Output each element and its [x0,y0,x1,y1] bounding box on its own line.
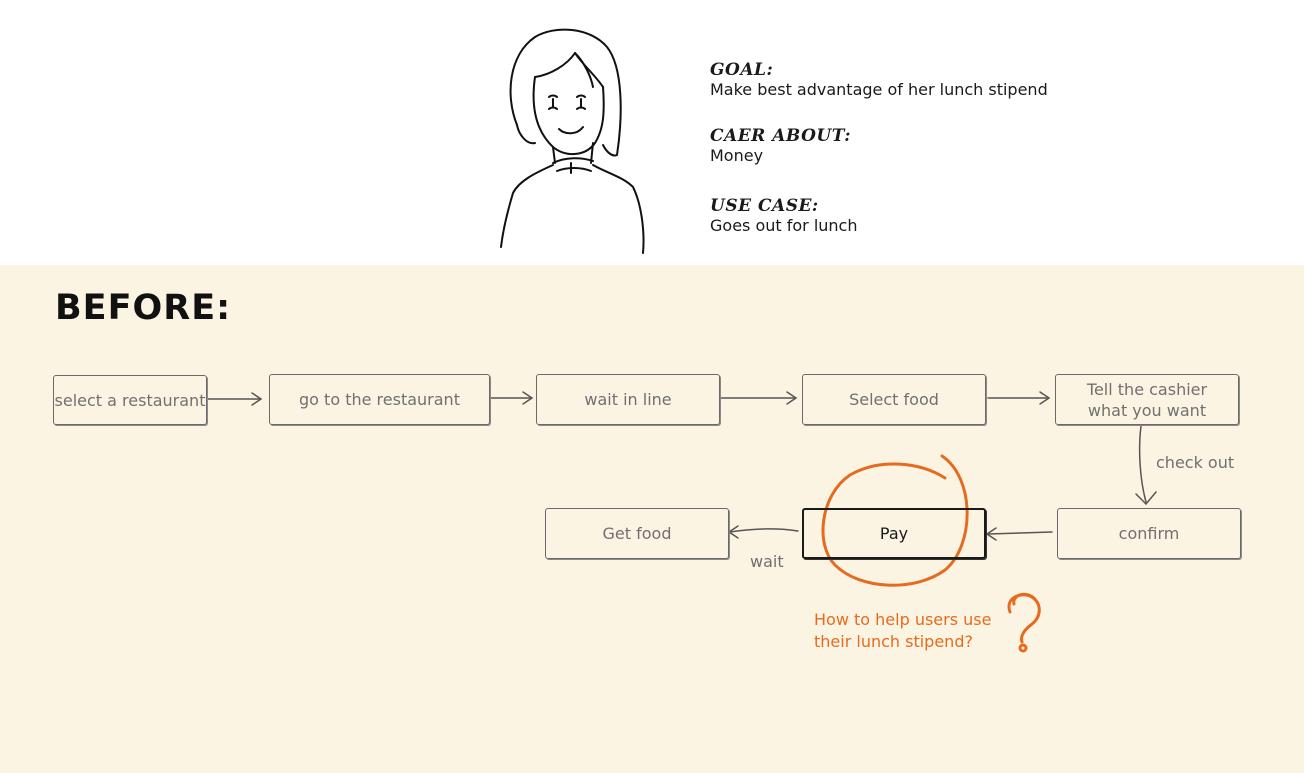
step-label: select a restaurant [54,390,206,410]
edge-label-check-out: check out [1156,453,1235,472]
step-tell-cashier: Tell the cashier what you want [1055,374,1239,425]
step-label: confirm [1118,524,1180,543]
usecase-block: USE CASE: Goes out for lunch [710,196,858,236]
step-wait-in-line: wait in line [536,374,720,425]
step-label-line1: Tell the cashier [1086,379,1208,399]
step-label: wait in line [584,390,672,409]
step-pay: Pay [802,508,986,559]
goal-block: GOAL: Make best advantage of her lunch s… [710,60,1048,100]
care-text: Money [710,146,764,165]
step-label: go to the restaurant [299,390,460,409]
step-label: Select food [849,390,939,409]
question-line1: How to help users use [814,610,992,629]
before-title: BEFORE: [55,288,232,328]
step-label: Get food [602,524,672,543]
step-label: Pay [879,524,909,543]
step-go-restaurant: go to the restaurant [269,374,490,425]
goal-text: Make best advantage of her lunch stipend [710,80,1048,99]
persona-section [0,0,1304,265]
step-select-food: Select food [802,374,986,425]
question-line2: their lunch stipend? [814,632,973,651]
question-text: How to help users use their lunch stipen… [814,609,991,653]
before-section [0,265,1304,773]
step-confirm: confirm [1057,508,1241,559]
step-select-restaurant: select a restaurant [53,375,207,425]
goal-heading: GOAL: [710,60,774,80]
usecase-heading: USE CASE: [710,196,819,216]
usecase-text: Goes out for lunch [710,216,858,235]
edge-label-wait: wait [750,552,784,571]
step-label-line2: what you want [1087,400,1207,420]
step-get-food: Get food [545,508,729,559]
care-block: CAER ABOUT: Money [710,126,851,166]
persona-sketch [500,28,645,254]
care-heading: CAER ABOUT: [710,126,852,146]
